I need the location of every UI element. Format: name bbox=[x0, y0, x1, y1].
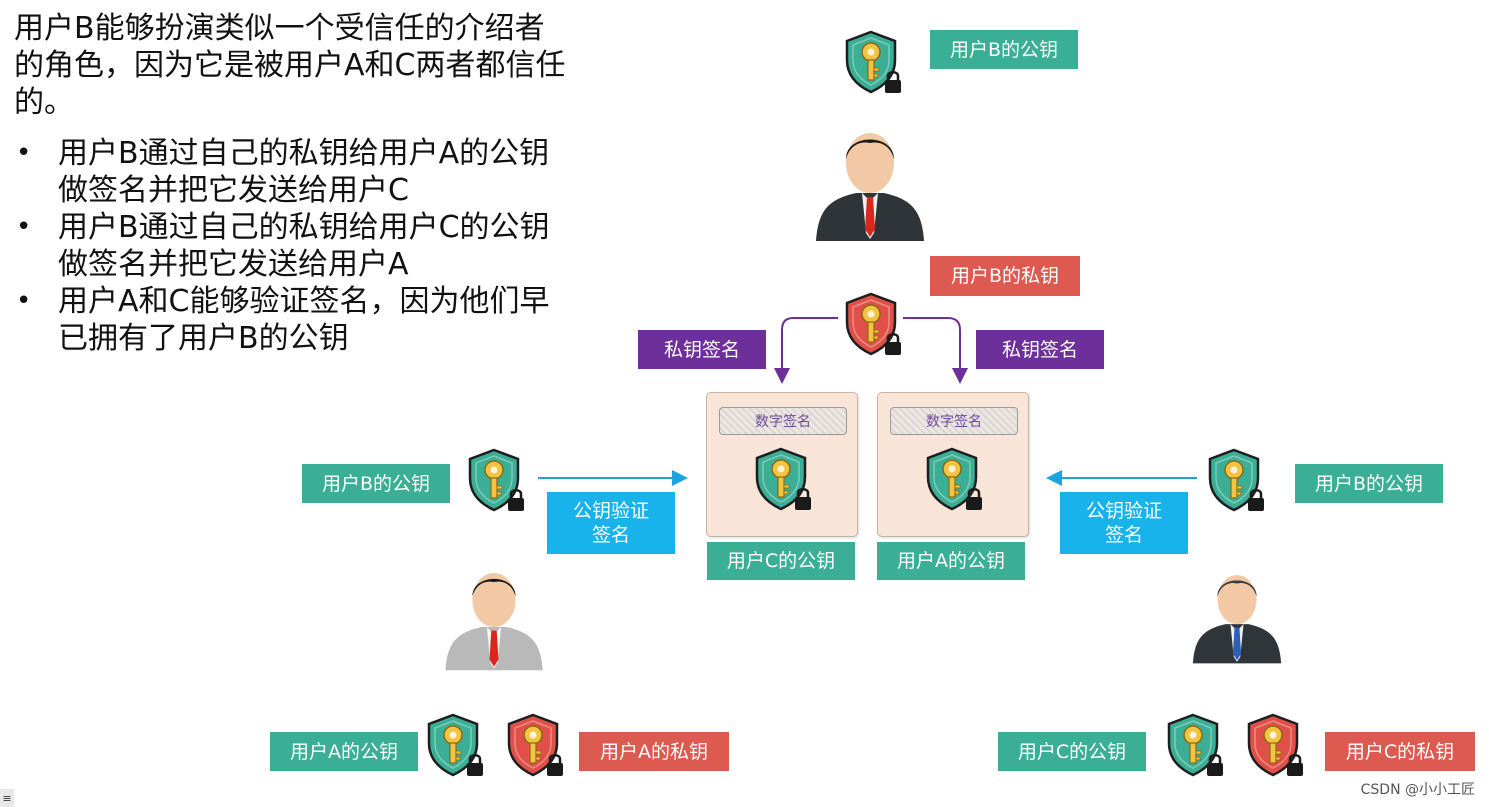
sign-arrow-right bbox=[903, 317, 968, 384]
bullet-list: • 用户B通过自己的私钥给用户A的公钥做签名并把它发送给用户C • 用户B通过自己的… bbox=[14, 135, 574, 357]
a-public-key-label: 用户A的公钥 bbox=[270, 732, 418, 771]
signed-doc-c: 数字签名 bbox=[706, 392, 858, 537]
b-public-key-left-label: 用户B的公钥 bbox=[302, 464, 450, 503]
bullet-dot: • bbox=[16, 286, 32, 316]
c-public-key-doc-label: 用户C的公钥 bbox=[707, 542, 855, 580]
private-key-icon bbox=[1247, 713, 1305, 778]
sign-label-right: 私钥签名 bbox=[976, 330, 1104, 369]
verify-label-left: 公钥验证 签名 bbox=[547, 492, 675, 554]
public-key-icon bbox=[845, 30, 903, 95]
b-public-key-label: 用户B的公钥 bbox=[930, 30, 1078, 69]
user-c-avatar bbox=[1192, 575, 1282, 664]
public-key-icon bbox=[468, 448, 526, 513]
bullet-text: 用户B通过自己的私钥给用户C的公钥做签名并把它发送给用户A bbox=[58, 210, 550, 282]
bullet-item: • 用户A和C能够验证签名，因为他们早已拥有了用户B的公钥 bbox=[14, 283, 574, 357]
public-key-icon bbox=[1167, 713, 1225, 778]
sign-label-left: 私钥签名 bbox=[638, 330, 766, 369]
private-key-icon bbox=[845, 292, 903, 357]
user-a-avatar bbox=[445, 573, 543, 671]
a-public-key-doc-label: 用户A的公钥 bbox=[877, 542, 1025, 580]
verify-label-right: 公钥验证 签名 bbox=[1060, 492, 1188, 554]
public-key-icon bbox=[427, 713, 485, 778]
user-b-avatar bbox=[816, 133, 924, 241]
signed-doc-a: 数字签名 bbox=[877, 392, 1029, 537]
public-key-icon bbox=[755, 447, 813, 512]
public-key-icon bbox=[1208, 448, 1266, 513]
bullet-item: • 用户B通过自己的私钥给用户C的公钥做签名并把它发送给用户A bbox=[14, 209, 574, 283]
bullet-text: 用户A和C能够验证签名，因为他们早已拥有了用户B的公钥 bbox=[58, 284, 550, 356]
bullet-dot: • bbox=[16, 212, 32, 242]
bullet-item: • 用户B通过自己的私钥给用户A的公钥做签名并把它发送给用户C bbox=[14, 135, 574, 209]
b-private-key-label: 用户B的私钥 bbox=[930, 256, 1080, 296]
bullet-dot: • bbox=[16, 138, 32, 168]
a-private-key-label: 用户A的私钥 bbox=[579, 732, 729, 771]
c-public-key-label: 用户C的公钥 bbox=[998, 732, 1146, 771]
sign-arrow-left bbox=[774, 317, 838, 384]
intro-text: 用户B能够扮演类似一个受信任的介绍者的角色，因为它是被用户A和C两者都信任的。 bbox=[14, 11, 566, 120]
b-public-key-right-label: 用户B的公钥 bbox=[1295, 464, 1443, 503]
watermark: CSDN @小小工匠 bbox=[1360, 782, 1475, 798]
private-key-icon bbox=[507, 713, 565, 778]
digital-signature: 数字签名 bbox=[719, 407, 847, 435]
menu-icon[interactable]: ≡ bbox=[0, 789, 14, 807]
c-private-key-label: 用户C的私钥 bbox=[1325, 732, 1475, 771]
bullet-text: 用户B通过自己的私钥给用户A的公钥做签名并把它发送给用户C bbox=[58, 136, 550, 208]
public-key-icon bbox=[926, 447, 984, 512]
digital-signature: 数字签名 bbox=[890, 407, 1018, 435]
